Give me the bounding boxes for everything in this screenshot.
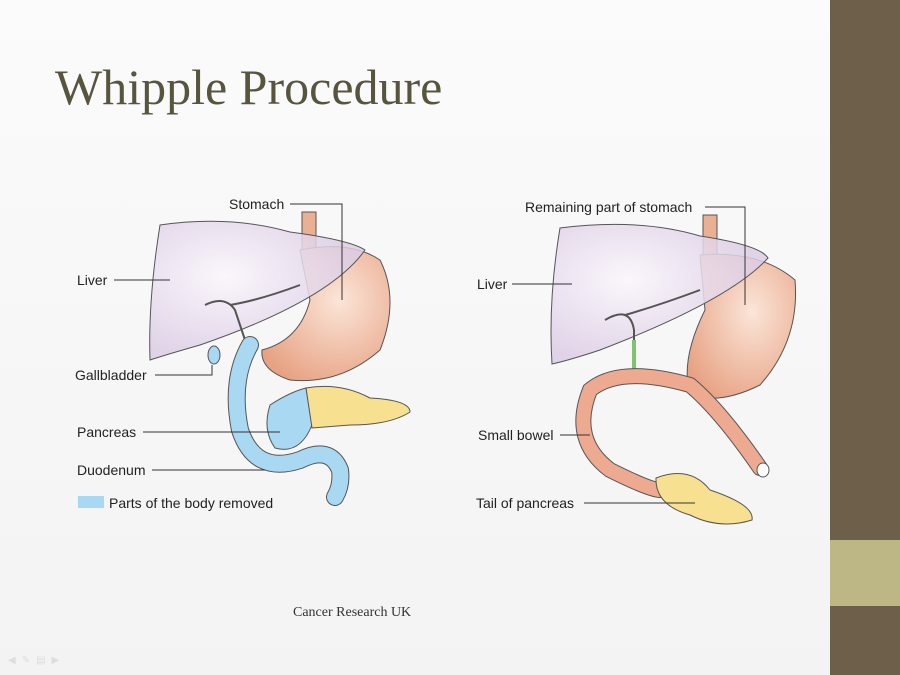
right-anatomy: [512, 206, 797, 525]
pen-icon[interactable]: ✎: [21, 655, 37, 666]
label-stomach: Stomach: [229, 196, 285, 212]
left-pancreas-head: [266, 387, 313, 450]
left-liver: [149, 220, 366, 361]
left-pancreas-tail: [305, 385, 411, 429]
next-icon[interactable]: ▶: [51, 655, 66, 666]
right-pancreas-tail: [655, 473, 753, 525]
image-credit: Cancer Research UK: [293, 605, 412, 620]
label-liver: Liver: [77, 272, 108, 288]
label-liver-right: Liver: [477, 276, 508, 292]
slide-sidebar-accent: [830, 540, 900, 606]
right-bile-duct: [604, 289, 701, 372]
legend-swatch-removed: [78, 496, 104, 508]
left-gallbladder: [207, 345, 221, 365]
diagram: [78, 203, 797, 525]
slide: [0, 0, 830, 675]
legend-removed: Parts of the body removed: [109, 495, 274, 511]
menu-icon[interactable]: ▤: [36, 655, 52, 666]
label-small-bowel: Small bowel: [478, 427, 554, 443]
prev-icon[interactable]: ◀: [8, 655, 22, 666]
slide-controls[interactable]: ◀✎▤▶: [8, 655, 65, 666]
label-tail-pancreas: Tail of pancreas: [476, 495, 575, 511]
right-liver: [550, 223, 769, 365]
left-stomach: [261, 246, 391, 382]
left-bile-duct: [204, 284, 301, 341]
slide-title: Whipple Procedure: [55, 59, 443, 115]
label-duodenum: Duodenum: [77, 462, 146, 478]
label-remaining-stomach: Remaining part of stomach: [525, 199, 693, 215]
label-gallbladder: Gallbladder: [75, 367, 147, 383]
left-anatomy: [78, 203, 411, 508]
label-pancreas: Pancreas: [77, 424, 137, 440]
